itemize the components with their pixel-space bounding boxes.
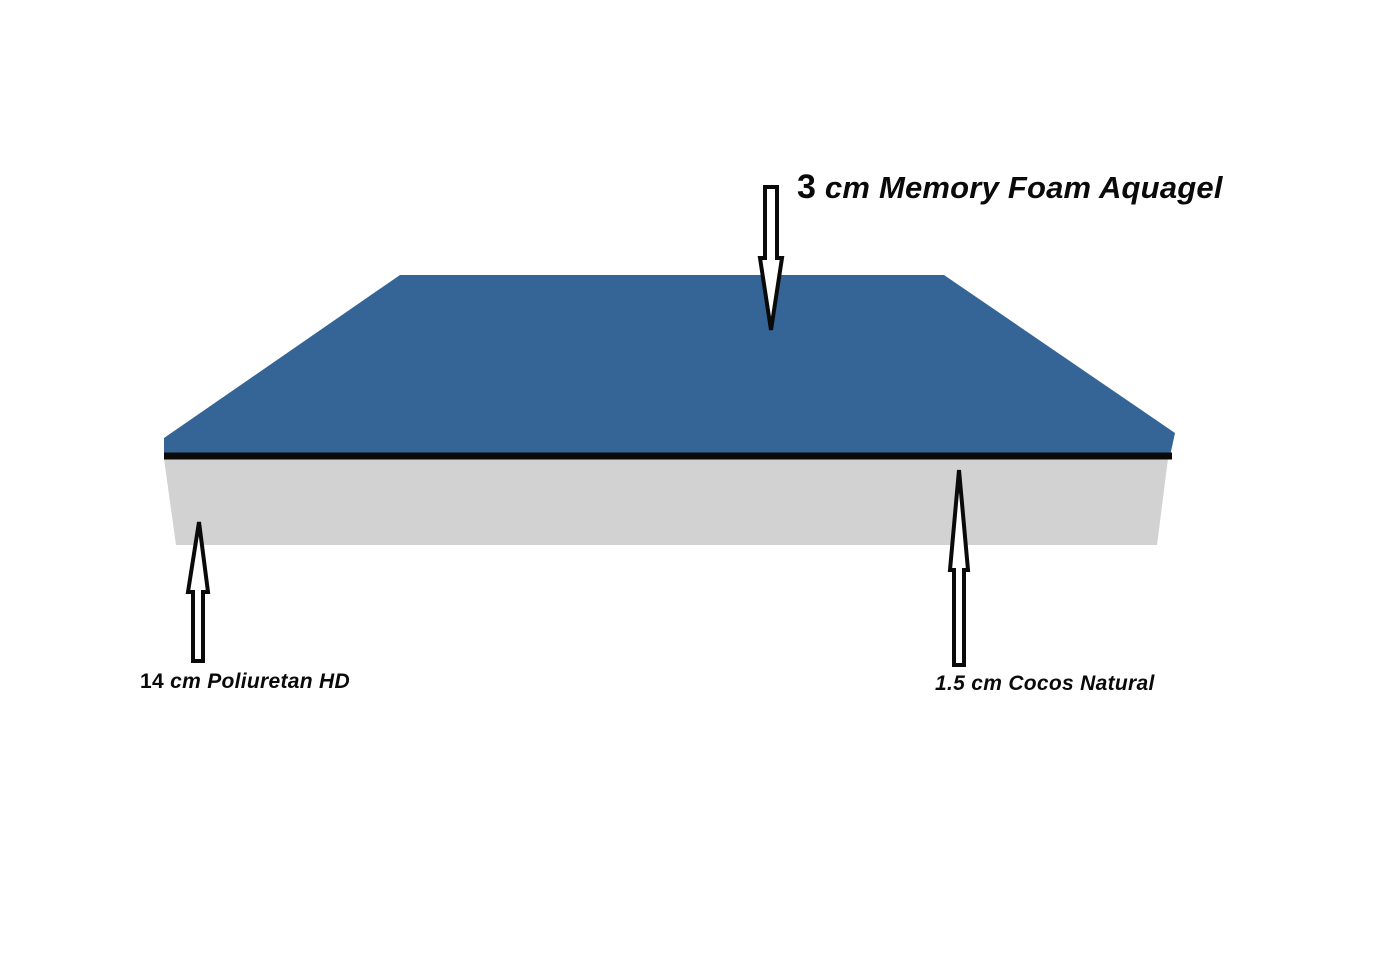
arrow-up-icon [185, 521, 211, 663]
label-polyurethane-number: 14 [140, 670, 164, 693]
polyurethane-layer [164, 459, 1168, 545]
label-coconut-number: 1.5 [935, 672, 966, 695]
label-polyurethane-text: cm Poliuretan HD [163, 670, 350, 693]
label-coconut-text: cm Cocos Natural [965, 672, 1155, 695]
label-memory-foam: 3 cm Memory Foam Aquagel [797, 168, 1223, 207]
arrow-up-icon [947, 469, 971, 667]
memory-foam-layer [164, 275, 1175, 456]
label-memory-foam-number: 3 [797, 168, 817, 206]
label-coconut: 1.5 cm Cocos Natural [935, 672, 1155, 696]
label-memory-foam-text: cm Memory Foam Aquagel [816, 170, 1223, 205]
arrow-down-icon [757, 185, 785, 331]
label-polyurethane: 14 cm Poliuretan HD [140, 670, 350, 694]
